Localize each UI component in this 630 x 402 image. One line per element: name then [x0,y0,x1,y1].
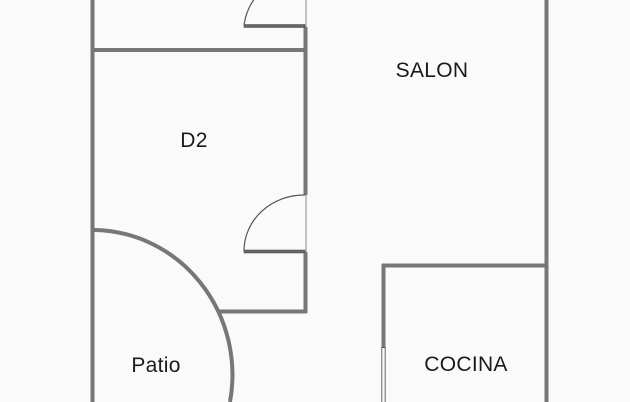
door-swing-arc [243,0,255,26]
sliding-door-cocina [381,347,386,402]
room-label-d2: D2 [180,129,208,152]
room-label-cocina: COCINA [424,353,508,376]
door-leaf [243,249,306,254]
room-label-salon: SALON [395,59,469,82]
door-leaf [243,24,306,28]
wall-patio-curve [91,227,235,402]
door-swing-arc [243,194,306,252]
door-d2 [243,194,306,254]
door-upper-room [243,0,306,28]
room-label-patio: Patio [131,354,181,377]
